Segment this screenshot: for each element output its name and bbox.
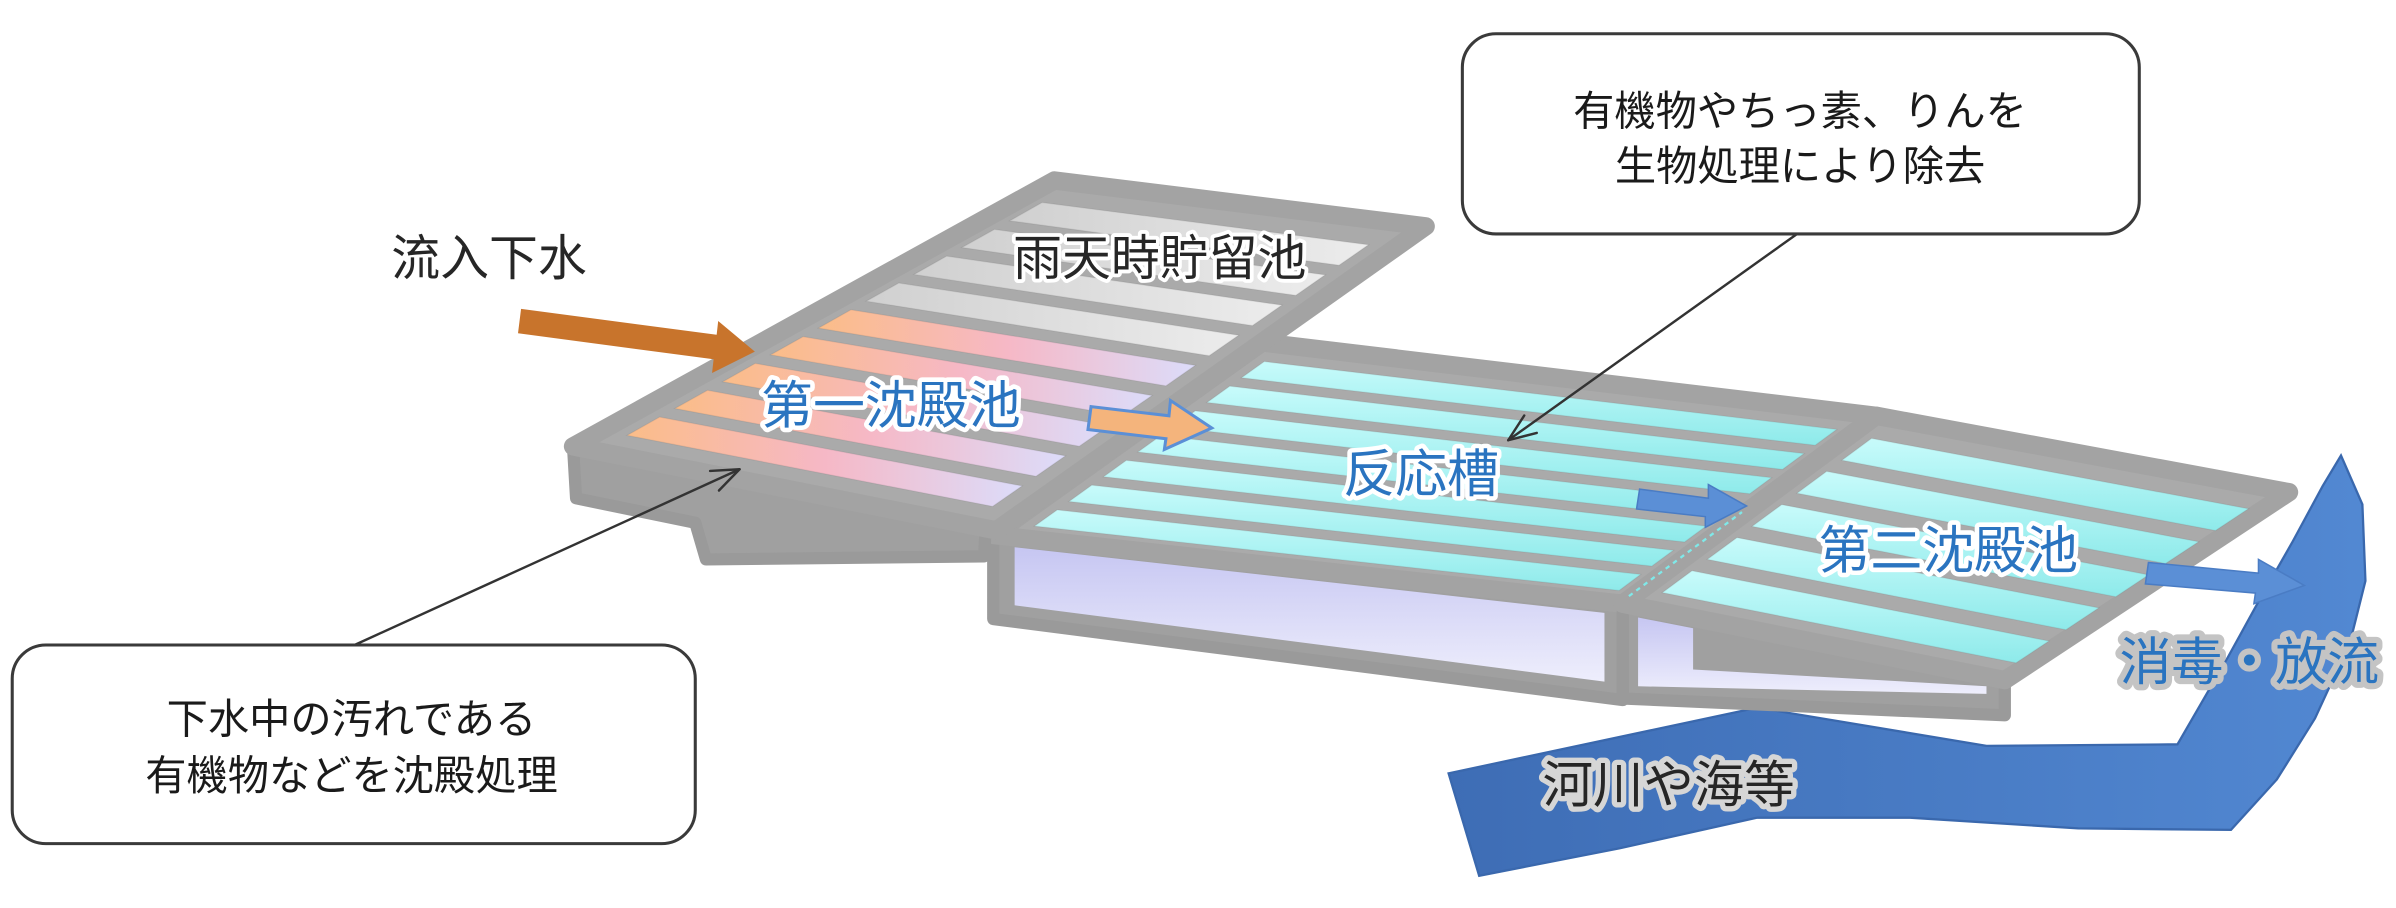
secondary-settling-strip — [1705, 536, 2101, 631]
reaction-callout: 有機物やちっ素、りんを 生物処理により除去 — [1460, 32, 2141, 442]
secondary-settling-tank — [1613, 406, 2299, 722]
rain-storage-strip — [960, 228, 1327, 297]
reaction-callout-pointer — [1506, 232, 1799, 442]
primary-settling-strip — [768, 336, 1154, 417]
reaction-tank-strip — [1032, 509, 1643, 592]
transfer-arrow-primary-to-reaction — [1086, 397, 1215, 452]
primary-settling-strip — [673, 389, 1067, 477]
river — [1447, 453, 2367, 878]
rain-storage-tank-label: 雨天時貯留池 — [1013, 230, 1306, 287]
secondary-settling-strip — [1840, 437, 2250, 532]
reaction-tank-front-window — [1014, 547, 1605, 682]
reaction-callout-line-1: 有機物やちっ素、りんを — [1573, 87, 2027, 135]
settling-callout-pointer — [353, 468, 741, 647]
reaction-tank-label: 反応槽 — [1343, 445, 1499, 505]
reaction-callout-arrowhead — [1506, 414, 1538, 442]
rain-storage-strip — [912, 255, 1284, 327]
settling-callout-arrowhead — [708, 468, 741, 492]
inflow-label: 流入下水 — [391, 230, 587, 287]
disinfection-discharge-label: 消毒・放流 — [2119, 633, 2379, 693]
primary-settling-tank-label: 第一沈殿池 — [761, 376, 1021, 436]
settling-callout-box — [10, 643, 697, 846]
secondary-settling-tank-label: 第二沈殿池 — [1818, 522, 2078, 582]
reaction-tank-strip — [1067, 484, 1675, 567]
rain-storage-strip — [1007, 201, 1371, 266]
secondary-tank-strips — [1660, 437, 2250, 664]
primary-settling-strip — [625, 416, 1024, 508]
secondary-settling-strip — [1660, 570, 2051, 664]
reaction-tank-strip — [1239, 360, 1839, 446]
discharge-arrow — [2144, 558, 2307, 605]
river-sea-label: 河川や海等 — [1543, 755, 1795, 814]
primary-block-strips — [625, 201, 1371, 508]
rain-storage-strip — [864, 282, 1241, 357]
inflow-arrow — [518, 308, 755, 374]
settling-callout-line-1: 下水中の汚れである — [167, 696, 537, 744]
secondary-tank-front-window — [1638, 617, 1987, 694]
reaction-tank — [984, 333, 1886, 707]
primary-settling-block — [563, 171, 1435, 566]
reaction-tank-strip — [1205, 385, 1806, 471]
reaction-callout-line-2: 生物処理により除去 — [1615, 142, 1985, 190]
secondary-settling-strip — [1795, 470, 2201, 565]
settling-callout-line-2: 有機物などを沈殿処理 — [145, 752, 557, 800]
reaction-callout-box — [1460, 32, 2141, 236]
transfer-arrow-reaction-to-secondary — [1635, 483, 1749, 529]
reaction-tank-strips — [1032, 360, 1839, 592]
primary-settling-strip — [816, 309, 1197, 387]
settling-callout: 下水中の汚れである 有機物などを沈殿処理 — [10, 468, 741, 846]
